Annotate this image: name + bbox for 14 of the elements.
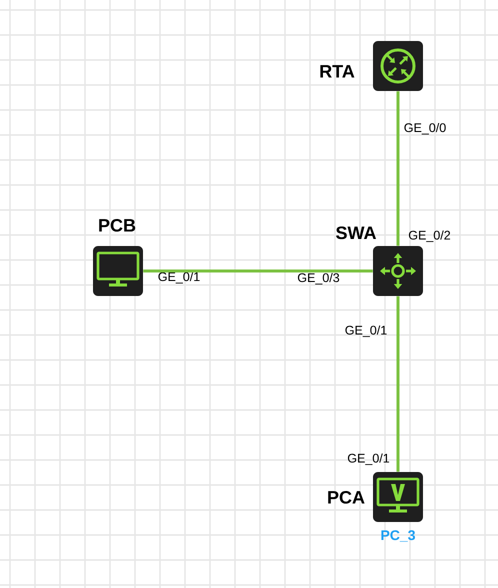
port-label: GE_0/2 [408,230,450,242]
device-name: PCB [99,218,136,232]
port-label: GE_0/1 [158,272,200,284]
device-name: RTA [320,65,354,78]
port-label: GE_0/0 [404,122,446,134]
device-name: SWA [336,226,376,240]
link-line [396,91,400,246]
device-caption: PC_3 [381,530,415,542]
port-label: GE_0/1 [348,453,390,465]
port-label: GE_0/1 [345,325,387,337]
device-name: PCA [328,490,365,504]
port-label: GE_0/3 [298,272,340,284]
link-line [396,296,400,472]
link-line [143,270,373,272]
